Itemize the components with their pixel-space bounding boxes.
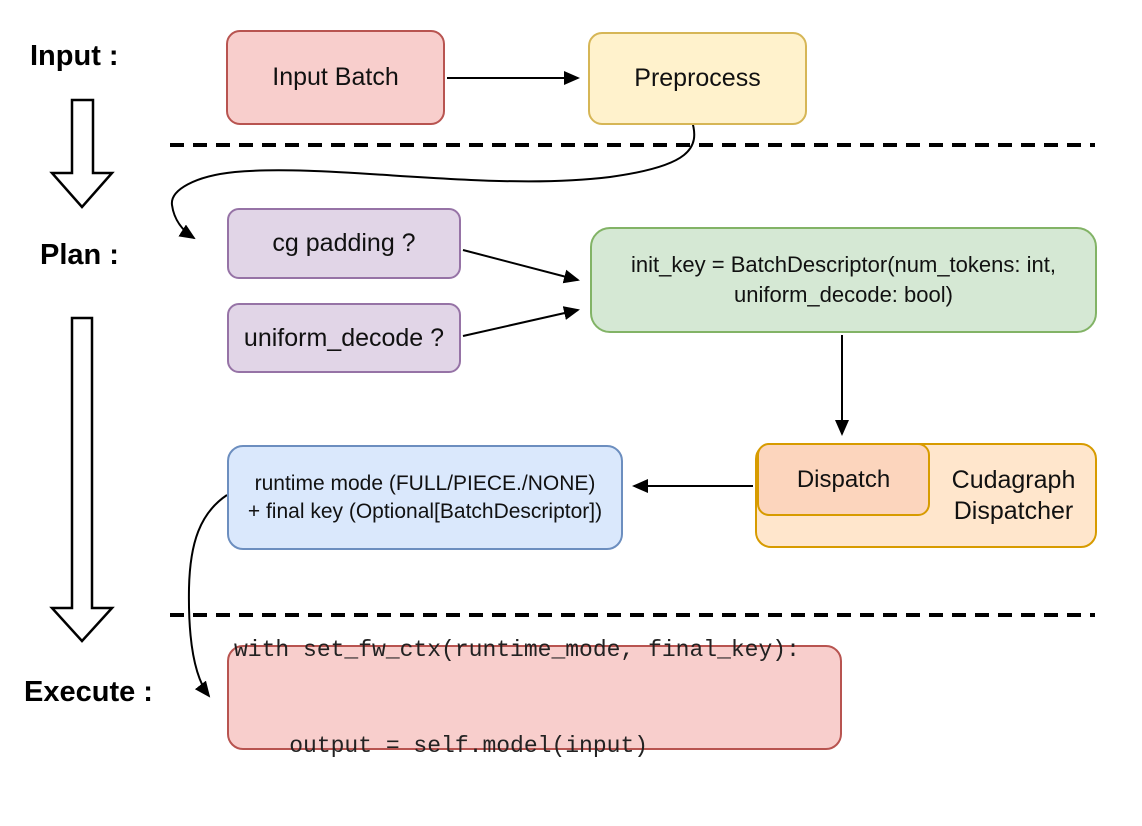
- uniform-decode-node: uniform_decode ?: [227, 303, 461, 373]
- execute-code-line1: with set_fw_ctx(runtime_mode, final_key)…: [234, 636, 800, 663]
- diagram-canvas: Input : Plan : Execute : Input Batch Pre…: [24, 30, 1097, 759]
- input-batch-node: Input Batch: [226, 30, 445, 125]
- init-key-line1: init_key = BatchDescriptor(num_tokens: i…: [631, 252, 1056, 277]
- execute-code-node: with set_fw_ctx(runtime_mode, final_key)…: [227, 637, 842, 759]
- cudagraph-dispatcher-line2: Dispatcher: [953, 496, 1074, 525]
- cg-padding-node: cg padding ?: [227, 208, 461, 279]
- dispatch-label: Dispatch: [796, 465, 891, 493]
- cg-padding-label: cg padding ?: [272, 229, 416, 258]
- init-key-line2: uniform_decode: bool): [734, 282, 953, 307]
- preprocess-node: Preprocess: [588, 32, 807, 125]
- preprocess-label: Preprocess: [634, 64, 761, 93]
- dispatch-node: Dispatch: [757, 443, 930, 516]
- input-batch-label: Input Batch: [272, 63, 399, 92]
- arrow-uniform-decode-to-init-key: [462, 306, 580, 337]
- runtime-mode-line1: runtime mode (FULL/PIECE./NONE): [254, 471, 596, 495]
- cudagraph-dispatcher-label: Cudagraph Dispatcher: [930, 443, 1097, 548]
- runtime-mode-node: runtime mode (FULL/PIECE./NONE) + final …: [227, 445, 623, 550]
- plan-section-label: Plan :: [40, 239, 119, 271]
- init-key-node: init_key = BatchDescriptor(num_tokens: i…: [590, 227, 1097, 333]
- arrow-cg-padding-to-init-key: [462, 249, 580, 284]
- phase-arrow-input-to-plan-icon: [49, 98, 115, 209]
- phase-arrow-plan-to-execute-icon: [49, 316, 115, 643]
- input-section-label: Input :: [30, 40, 119, 72]
- execute-section-label: Execute :: [24, 676, 153, 708]
- cudagraph-dispatcher-line1: Cudagraph: [951, 465, 1076, 494]
- runtime-mode-line2: + final key (Optional[BatchDescriptor]): [247, 499, 603, 523]
- execute-code-line2: output = self.model(input): [234, 732, 649, 759]
- arrow-runtime-mode-to-execute-code: [187, 494, 228, 698]
- uniform-decode-label: uniform_decode ?: [243, 323, 445, 352]
